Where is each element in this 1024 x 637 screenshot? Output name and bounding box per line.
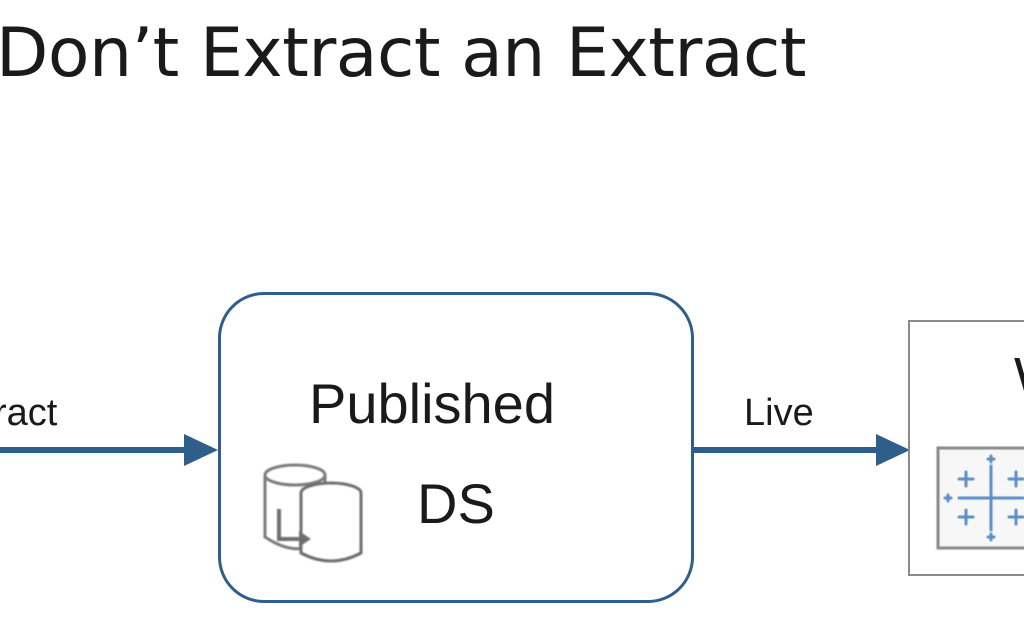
- left-arrow: [0, 434, 218, 466]
- datasource-label-line1: Published: [309, 372, 555, 435]
- right-arrow: [694, 434, 910, 466]
- tableau-workbook-icon: [936, 446, 1024, 550]
- workbook-label-partial: W: [1014, 346, 1024, 408]
- extract-edge-label: ract: [0, 392, 58, 434]
- slide-title: Don’t Extract an Extract: [0, 14, 807, 93]
- datasource-label-line2: DS: [417, 472, 495, 535]
- live-edge-label: Live: [744, 392, 814, 434]
- published-datasource-icon: [263, 463, 363, 563]
- published-datasource-box: Published DS: [218, 292, 694, 603]
- workbook-box: W: [908, 320, 1024, 576]
